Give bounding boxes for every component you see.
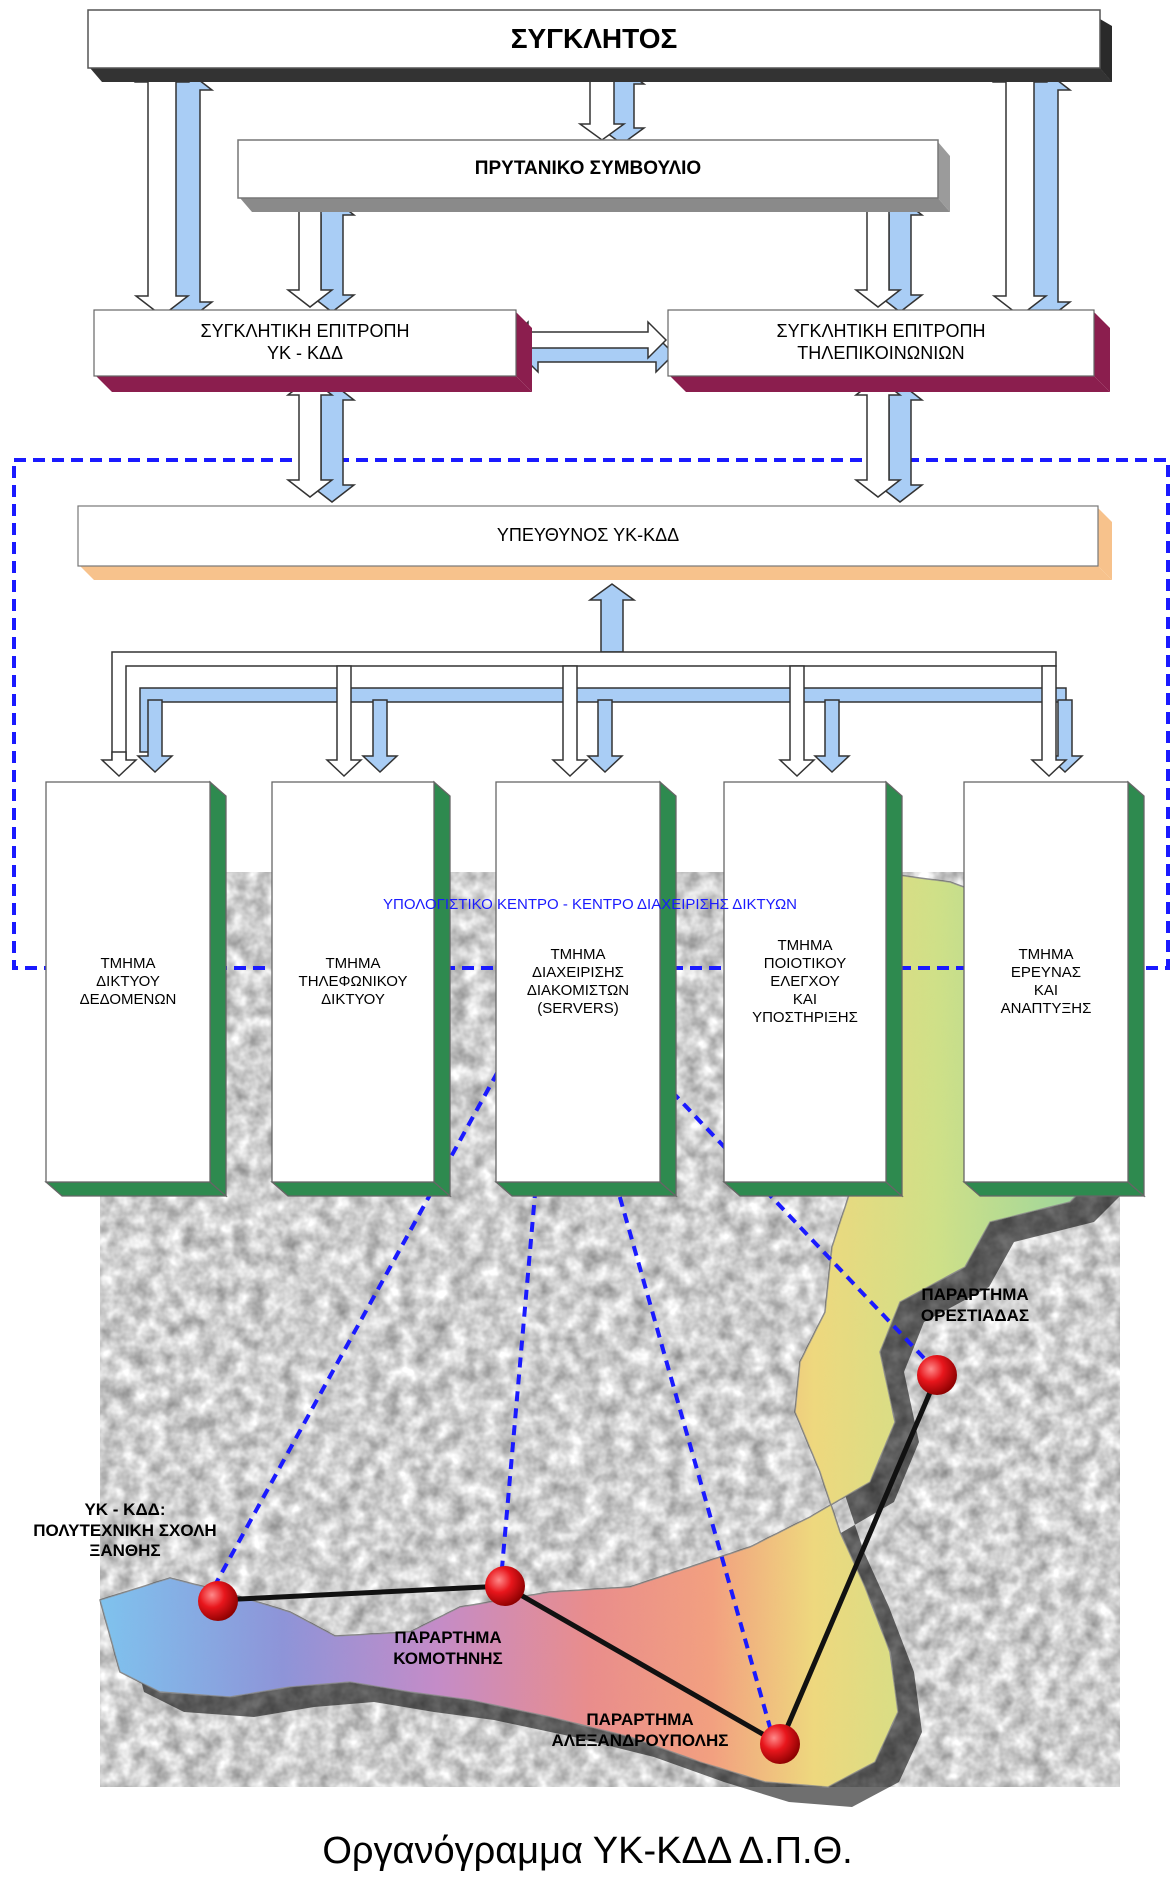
committee-left-box[interactable] [93,309,532,392]
dashed-link-alexandroupoli [553,967,777,1746]
node-orestiada[interactable] [917,1355,957,1395]
arrow-committee-left-director [285,377,357,503]
node-alexandroupoli[interactable] [760,1724,800,1764]
link-komotini-alexandroupoli [503,1583,782,1747]
dept-box-quality[interactable] [722,780,904,1198]
computing-center-label: ΥΠΟΛΟΓΙΣΤΙΚΟ ΚΕΝΤΡΟ - ΚΕΝΤΡΟ ΔΙΑΧΕΙΡΙΣΗΣ… [383,896,797,913]
link-alexandroupoli-orestiada [777,1375,940,1745]
site-label-alexandroupoli: ΠΑΡΑΡΤΗΜΑ ΑΛΕΞΑΝΔΡΟΥΠΟΛΗΣ [551,1710,729,1750]
arrow-committee-right-director [853,377,925,503]
site-label-komotini: ΠΑΡΑΡΤΗΜΑ ΚΟΜΟΤΗΝΗΣ [393,1628,503,1668]
computing-center-frame [12,458,1170,970]
node-xanthi[interactable] [198,1581,238,1621]
dept-box-data-network[interactable] [44,780,228,1198]
hierarchy-arrows [100,61,1084,778]
site-nodes [198,1355,957,1764]
arrow-senate-committee-left [133,61,215,323]
link-xanthi-komotini [217,1583,506,1603]
site-label-orestiada: ΠΑΡΑΡΤΗΜΑ ΟΡΕΣΤΙΑΔΑΣ [920,1285,1030,1325]
site-label-xanthi: ΥΚ - ΚΔΔ: ΠΟΛΥΤΕΧΝΙΚΗ ΣΧΟΛΗ ΞΑΝΘΗΣ [33,1500,217,1561]
dept-box-research[interactable] [962,780,1146,1198]
network-links-solid [217,1375,940,1747]
dept-box-telephone-network[interactable] [270,780,452,1198]
director-box[interactable] [77,505,1112,580]
dashed-link-xanthi [213,967,557,1586]
arrow-senate-committee-right [991,61,1073,323]
arrow-director-departments [100,583,1084,778]
node-komotini[interactable] [485,1566,525,1606]
rectors-council-box[interactable] [237,139,950,212]
committee-right-box[interactable] [667,309,1110,392]
dashed-link-komotini [500,967,557,1569]
dept-box-servers[interactable] [494,780,678,1198]
senate-box[interactable] [87,9,1112,82]
diagram-caption: Οργανόγραμμα ΥΚ-ΚΔΔ Δ.Π.Θ. [322,1830,853,1872]
